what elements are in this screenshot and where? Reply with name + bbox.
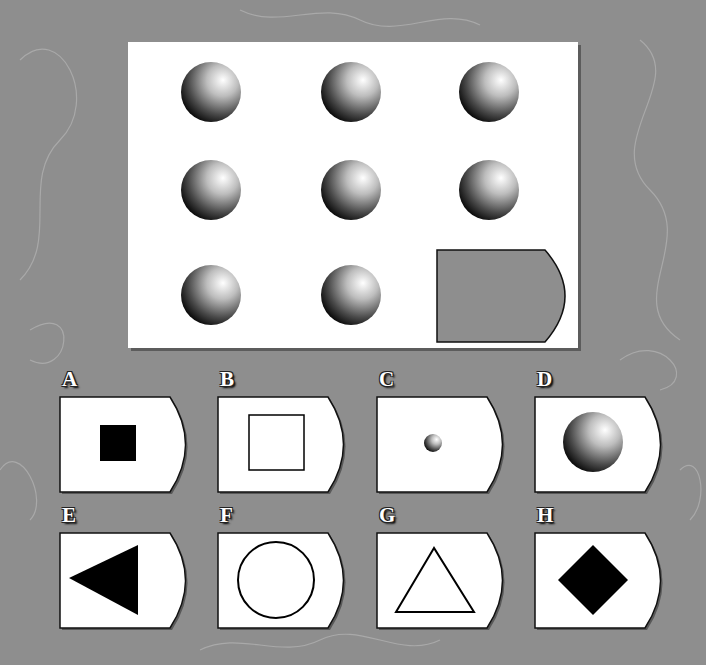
option-symbol — [238, 542, 314, 618]
option-card — [535, 397, 670, 492]
answer-option: D — [535, 397, 670, 492]
option-symbol — [69, 545, 138, 615]
answer-option: B — [218, 397, 353, 492]
option-symbol — [249, 415, 304, 470]
option-card — [535, 533, 670, 628]
option-card — [60, 533, 195, 628]
option-letter: G — [379, 503, 395, 527]
answer-option: A — [60, 397, 195, 492]
answer-option: G — [377, 533, 512, 628]
option-letter: B — [220, 367, 234, 391]
option-card — [218, 533, 353, 628]
matrix-panel — [128, 42, 578, 348]
option-letter: F — [220, 503, 233, 527]
panel-shadow — [131, 45, 581, 351]
answer-option: F — [218, 533, 353, 628]
answer-option: H — [535, 533, 670, 628]
option-card — [377, 533, 512, 628]
option-card — [60, 397, 195, 492]
option-symbol — [100, 425, 136, 461]
answer-option: C — [377, 397, 512, 492]
option-symbol — [558, 545, 628, 615]
background-pattern — [0, 10, 701, 650]
missing-slot — [437, 250, 565, 342]
option-symbol — [563, 412, 623, 472]
option-letter: A — [62, 367, 77, 391]
option-card — [218, 397, 353, 492]
option-symbol — [424, 434, 442, 452]
answer-option: E — [60, 533, 195, 628]
option-letter: E — [62, 503, 76, 527]
option-letter: H — [537, 503, 553, 527]
option-symbol — [396, 548, 474, 612]
option-card — [377, 397, 512, 492]
option-letter: C — [379, 367, 394, 391]
option-letter: D — [537, 367, 552, 391]
